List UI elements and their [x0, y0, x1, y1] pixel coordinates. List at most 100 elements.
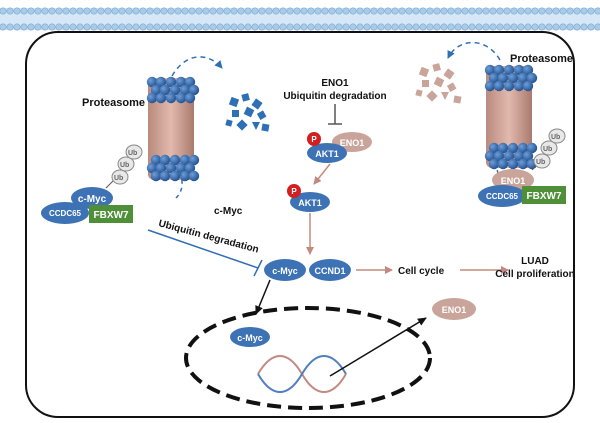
ub-right-1: [533, 153, 551, 169]
lipid-head: [391, 7, 399, 15]
lipid-head: [293, 7, 301, 15]
lipid-head: [356, 7, 364, 15]
eno1-top-label: ENO1: [340, 138, 365, 148]
ub-left-3-label: Ub: [128, 150, 137, 157]
proteasome-subunit: [150, 154, 162, 166]
lipid-head: [524, 7, 532, 15]
cmyc-nucleus-label: c-Myc: [237, 333, 263, 343]
lipid-head: [174, 7, 182, 15]
lipid-head: [181, 7, 189, 15]
luad-label: LUAD: [521, 256, 549, 267]
lipid-head: [153, 23, 161, 31]
lipid-head: [384, 7, 392, 15]
lipid-head: [440, 7, 448, 15]
lipid-head: [13, 23, 21, 31]
proteasome-subunit: [484, 150, 496, 162]
proteasome-subunit: [175, 76, 187, 88]
proteasome-subunit: [507, 72, 519, 84]
proteasome-subunit: [497, 72, 509, 84]
lipid-head: [328, 7, 336, 15]
proteasome-subunit: [146, 162, 158, 174]
lipid-head: [300, 7, 308, 15]
lipid-head: [132, 7, 140, 15]
lipid-head: [160, 7, 168, 15]
nucleus: [184, 306, 432, 410]
lipid-head: [335, 7, 343, 15]
proteasome-subunit: [175, 162, 187, 174]
lipid-head: [104, 23, 112, 31]
lipid-head: [132, 23, 140, 31]
proteasome-right: [447, 41, 538, 181]
proteasome-subunit: [165, 76, 177, 88]
proteasome-subunit: [488, 142, 500, 154]
proteasome-subunit: [155, 162, 167, 174]
lipid-head: [244, 7, 252, 15]
ub-left-2-label: Ub: [120, 162, 129, 169]
cell-membrane: [0, 7, 600, 31]
proliferation-label: Cell proliferation: [495, 269, 574, 280]
lipid-head: [496, 7, 504, 15]
eno1-degradation-title: ENO1: [321, 78, 349, 89]
lipid-head: [83, 23, 91, 31]
proteasome-subunit: [497, 158, 509, 170]
lipid-head: [76, 23, 84, 31]
lipid-head: [447, 7, 455, 15]
lipid-head: [405, 23, 413, 31]
proteasome-subunit: [179, 154, 191, 166]
lipid-head: [580, 7, 588, 15]
lipid-head: [391, 23, 399, 31]
phospho-mid-badge: [287, 184, 301, 198]
eno1-degradation-sub: Ubiquitin degradation: [283, 91, 386, 102]
lipid-head: [363, 7, 371, 15]
lipid-head: [20, 7, 28, 15]
lipid-head: [6, 7, 14, 15]
proteasome-subunit: [159, 154, 171, 166]
lipid-head: [286, 7, 294, 15]
lipid-head: [62, 23, 70, 31]
lipid-head: [517, 23, 525, 31]
proteasome-subunit: [179, 170, 191, 182]
ub-left-1-label: Ub: [114, 175, 123, 182]
fbxw7-left-node: [89, 205, 133, 223]
lipid-head: [559, 7, 567, 15]
cmyc-degradation-title: c-Myc: [214, 206, 243, 217]
lipid-head: [433, 7, 441, 15]
lipid-head: [447, 23, 455, 31]
lipid-head: [118, 23, 126, 31]
lipid-head: [587, 23, 595, 31]
proteasome-subunit: [155, 76, 167, 88]
cmyc-left-label: c-Myc: [78, 194, 107, 205]
cmyc-inhibition-line: [147, 229, 263, 277]
lipid-head: [34, 23, 42, 31]
lipid-head: [377, 23, 385, 31]
lipid-head: [419, 23, 427, 31]
lipid-head: [370, 23, 378, 31]
lipid-head: [496, 23, 504, 31]
lipid-head: [188, 23, 196, 31]
lipid-head: [111, 7, 119, 15]
lipid-head: [286, 23, 294, 31]
lipid-head: [489, 7, 497, 15]
lipid-head: [104, 7, 112, 15]
lipid-head: [538, 7, 546, 15]
lipid-head: [503, 23, 511, 31]
lipid-head: [90, 7, 98, 15]
lipid-head: [349, 23, 357, 31]
lipid-head: [566, 23, 574, 31]
proteasome-subunit: [493, 150, 505, 162]
lipid-head: [97, 23, 105, 31]
lipid-head: [412, 23, 420, 31]
proteasome-subunit: [522, 64, 534, 76]
lipid-head: [55, 23, 63, 31]
lipid-head: [209, 7, 217, 15]
proteasome-subunit: [503, 150, 515, 162]
dna-helix: [257, 355, 347, 393]
lipid-head: [573, 7, 581, 15]
lipid-head: [545, 23, 553, 31]
lipid-head: [307, 7, 315, 15]
lipid-head: [76, 7, 84, 15]
lipid-head: [41, 7, 49, 15]
lipid-head: [55, 7, 63, 15]
ccdc65-right-label: CCDC65: [486, 192, 519, 201]
lipid-head: [587, 7, 595, 15]
